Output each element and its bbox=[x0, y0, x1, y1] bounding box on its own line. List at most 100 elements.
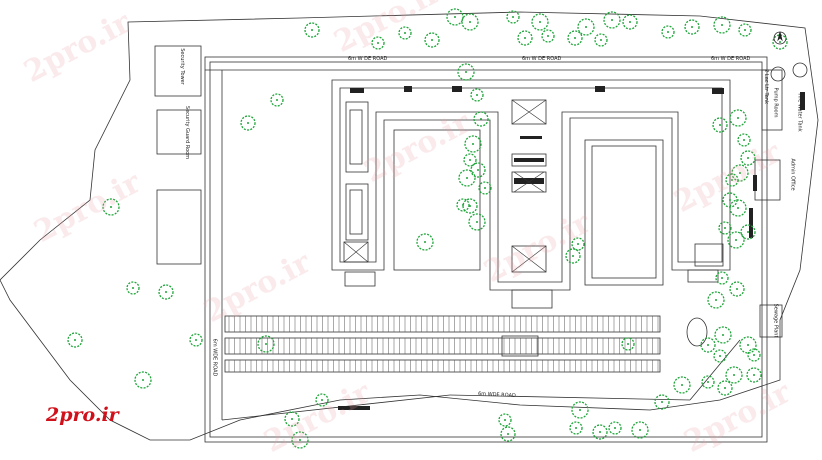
tree-center bbox=[512, 16, 514, 18]
tree-icon bbox=[571, 401, 589, 419]
tree-center bbox=[247, 122, 249, 124]
road-label-left: 6m WDE ROAD bbox=[211, 338, 218, 377]
room bbox=[511, 153, 547, 167]
tree-center bbox=[291, 418, 293, 420]
road-edge bbox=[449, 394, 691, 401]
tree-center bbox=[469, 21, 471, 23]
tree-icon bbox=[707, 291, 725, 309]
tree-icon bbox=[468, 213, 486, 231]
tree-icon bbox=[506, 10, 520, 24]
courtyard-right-inner bbox=[591, 145, 657, 279]
tree-icon bbox=[126, 281, 140, 295]
tree-center bbox=[579, 409, 581, 411]
fixture bbox=[753, 175, 757, 191]
factory-inner bbox=[339, 87, 723, 283]
tree-icon bbox=[470, 88, 484, 102]
tree-center bbox=[736, 288, 738, 290]
brand-logo[interactable]: 2pro.ir bbox=[46, 404, 119, 426]
tree-center bbox=[480, 118, 482, 120]
void-marks bbox=[343, 99, 547, 273]
fixture bbox=[749, 208, 753, 238]
tree-center bbox=[524, 37, 526, 39]
tree-center bbox=[547, 35, 549, 37]
tree-center bbox=[311, 29, 313, 31]
tree-icon bbox=[729, 109, 747, 127]
tree-icon bbox=[622, 14, 638, 30]
tree-center bbox=[539, 21, 541, 23]
tree-center bbox=[574, 37, 576, 39]
void-mark bbox=[511, 245, 547, 273]
tree-icon bbox=[747, 348, 761, 362]
tree-icon bbox=[729, 281, 745, 297]
tree-icon bbox=[257, 335, 275, 353]
tree-center bbox=[572, 255, 574, 257]
tree-icon bbox=[712, 117, 728, 133]
tree-center bbox=[747, 231, 749, 233]
label-security-tower: Security Tower bbox=[178, 48, 185, 85]
entrance-porch bbox=[511, 289, 553, 309]
tree-icon bbox=[456, 198, 470, 212]
tree-icon bbox=[517, 30, 533, 46]
room bbox=[694, 243, 724, 267]
tree-center bbox=[424, 241, 426, 243]
parking-stalls bbox=[228, 316, 659, 372]
tree-icon bbox=[446, 8, 464, 26]
void-mark bbox=[511, 99, 547, 125]
tree-icon bbox=[531, 13, 549, 31]
tree-icon bbox=[603, 11, 621, 29]
tree-icon bbox=[739, 336, 757, 354]
tree-center bbox=[321, 399, 323, 401]
tree-icon bbox=[772, 34, 788, 50]
label-sewage-plant: Sewage Plant bbox=[772, 303, 779, 338]
tree-center bbox=[721, 24, 723, 26]
tree-center bbox=[747, 157, 749, 159]
tree-center bbox=[721, 277, 723, 279]
room bbox=[511, 245, 547, 273]
tree-center bbox=[731, 179, 733, 181]
tree-icon bbox=[498, 413, 512, 427]
tree-icon bbox=[470, 162, 486, 178]
room bbox=[343, 241, 369, 263]
void-mark bbox=[343, 241, 369, 263]
north-arrow-icon bbox=[773, 31, 787, 45]
tree-center bbox=[753, 374, 755, 376]
road-label-top-left: 6m W DE ROAD bbox=[348, 56, 388, 62]
tree-icon bbox=[416, 233, 434, 251]
tree-center bbox=[753, 354, 755, 356]
tree-center bbox=[737, 207, 739, 209]
tree-icon bbox=[738, 23, 752, 37]
fixture bbox=[595, 86, 605, 92]
tree-icon bbox=[567, 30, 583, 46]
tree-icon bbox=[621, 337, 635, 351]
tree-icon bbox=[717, 380, 733, 396]
tank-circle bbox=[770, 66, 786, 82]
room bbox=[345, 183, 369, 241]
tree-icon bbox=[464, 135, 482, 153]
tree-icon bbox=[463, 153, 477, 167]
tree-icon bbox=[134, 371, 152, 389]
tree-center bbox=[743, 139, 745, 141]
tree-center bbox=[661, 401, 663, 403]
tree-center bbox=[110, 206, 112, 208]
room bbox=[511, 171, 547, 193]
tree-icon bbox=[727, 231, 745, 249]
tree-icon bbox=[631, 421, 649, 439]
tree-center bbox=[735, 239, 737, 241]
tree-center bbox=[472, 143, 474, 145]
label-pump-room: Pump Room bbox=[772, 87, 779, 118]
tree-icon bbox=[740, 150, 756, 166]
entrance-porch bbox=[344, 271, 376, 287]
building-sewage bbox=[759, 304, 783, 338]
tree-icon bbox=[189, 333, 203, 347]
tree-icon bbox=[684, 19, 700, 35]
tree-icon bbox=[565, 248, 581, 264]
tree-icon bbox=[371, 36, 385, 50]
tree-center bbox=[462, 204, 464, 206]
tree-center bbox=[132, 287, 134, 289]
fixture bbox=[520, 136, 542, 139]
tree-center bbox=[733, 374, 735, 376]
tree-center bbox=[627, 343, 629, 345]
tree-icon bbox=[478, 181, 492, 195]
tree-center bbox=[639, 429, 641, 431]
